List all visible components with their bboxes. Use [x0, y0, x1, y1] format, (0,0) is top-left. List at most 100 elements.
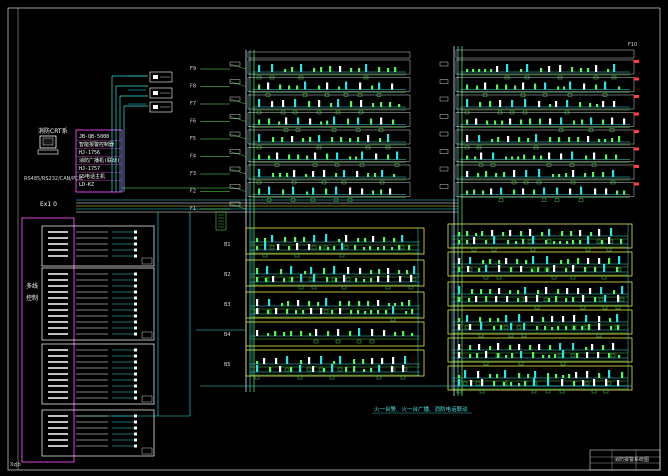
device-symbol [584, 173, 587, 177]
device-symbol [517, 156, 520, 160]
device-symbol [602, 101, 605, 107]
device-symbol [337, 329, 340, 336]
device-symbol [573, 326, 576, 330]
lower-floor-tag: B1 [224, 242, 231, 248]
device-symbol [573, 315, 576, 322]
device-symbol [510, 382, 513, 386]
device-symbol [364, 311, 367, 314]
device-symbol [587, 236, 590, 244]
device-symbol [513, 170, 516, 177]
device-symbol [308, 101, 311, 107]
device-symbol [325, 234, 328, 242]
legend-block [41, 225, 155, 267]
device-symbol [511, 100, 514, 107]
device-symbol [353, 359, 356, 364]
lower-floor-frame [245, 259, 425, 287]
device-symbol [536, 326, 539, 330]
device-symbol [518, 373, 521, 378]
device-symbol [534, 83, 537, 90]
device-symbol [545, 240, 548, 244]
device-symbol [533, 189, 536, 195]
device-symbol [560, 361, 566, 366]
device-symbol [523, 154, 526, 160]
device-symbol [277, 244, 280, 250]
device-symbol [527, 374, 530, 378]
device-symbol [491, 247, 497, 252]
device-symbol [467, 266, 470, 272]
legend-device [134, 272, 137, 276]
device-symbol [338, 86, 341, 90]
device-symbol [256, 277, 259, 282]
device-symbol [331, 137, 334, 142]
device-symbol [555, 296, 558, 302]
lower-floor-tag: B5 [224, 362, 231, 368]
device-symbol [558, 137, 561, 142]
floor-frame [455, 182, 635, 197]
device-symbol [494, 120, 497, 125]
device-symbol [479, 317, 482, 322]
device-symbol [587, 136, 590, 142]
device-symbol [594, 267, 597, 272]
device-symbol [284, 69, 287, 72]
device-symbol [315, 329, 318, 336]
device-symbol [305, 174, 308, 177]
device-symbol [323, 368, 326, 372]
device-symbol [565, 326, 568, 330]
device-symbol [549, 345, 552, 350]
device-symbol [267, 82, 270, 90]
device-symbol [370, 278, 373, 282]
device-symbol [477, 173, 480, 177]
device-symbol [381, 358, 384, 364]
device-symbol [590, 232, 593, 236]
device-symbol [290, 266, 293, 274]
device-symbol [489, 318, 492, 322]
device-symbol [505, 355, 508, 358]
device-symbol [484, 69, 487, 72]
device-symbol [398, 245, 401, 250]
output-box [149, 101, 173, 113]
device-symbol [387, 268, 390, 274]
device-symbol [310, 267, 313, 274]
device-symbol [349, 187, 352, 195]
device-symbol [325, 298, 328, 306]
device-symbol [354, 245, 357, 250]
device-symbol [533, 155, 536, 160]
device-symbol [374, 173, 377, 177]
device-symbol [544, 82, 547, 90]
device-symbol [478, 344, 481, 350]
device-symbol [466, 99, 469, 107]
legend-tag [141, 257, 153, 265]
device-symbol [531, 389, 537, 394]
device-symbol [515, 241, 518, 244]
legend-device [134, 432, 137, 436]
device-symbol [592, 172, 595, 177]
device-symbol [391, 366, 394, 372]
floor-feed [229, 81, 247, 87]
device-symbol [256, 238, 259, 242]
device-symbol [380, 102, 383, 107]
device-symbol [325, 188, 328, 195]
floor-marker [634, 147, 639, 151]
device-symbol [413, 266, 416, 274]
legend-device [134, 284, 137, 288]
device-symbol [623, 190, 626, 195]
device-symbol [543, 187, 546, 195]
device-symbol [320, 308, 323, 314]
floor-feed [229, 168, 247, 175]
device-symbol [360, 100, 363, 107]
device-symbol [520, 119, 523, 125]
legend-device [134, 302, 137, 306]
device-symbol [394, 303, 397, 306]
device-symbol [612, 343, 615, 350]
floor-marker [634, 165, 639, 168]
legend-device [134, 360, 137, 364]
legend-device [134, 348, 137, 352]
device-symbol [598, 139, 601, 142]
device-symbol [537, 290, 540, 294]
device-symbol [349, 331, 352, 336]
device-symbol [288, 246, 291, 250]
floor-tag [439, 166, 449, 172]
device-symbol [606, 247, 612, 252]
device-symbol [529, 345, 532, 350]
device-symbol [531, 269, 534, 272]
